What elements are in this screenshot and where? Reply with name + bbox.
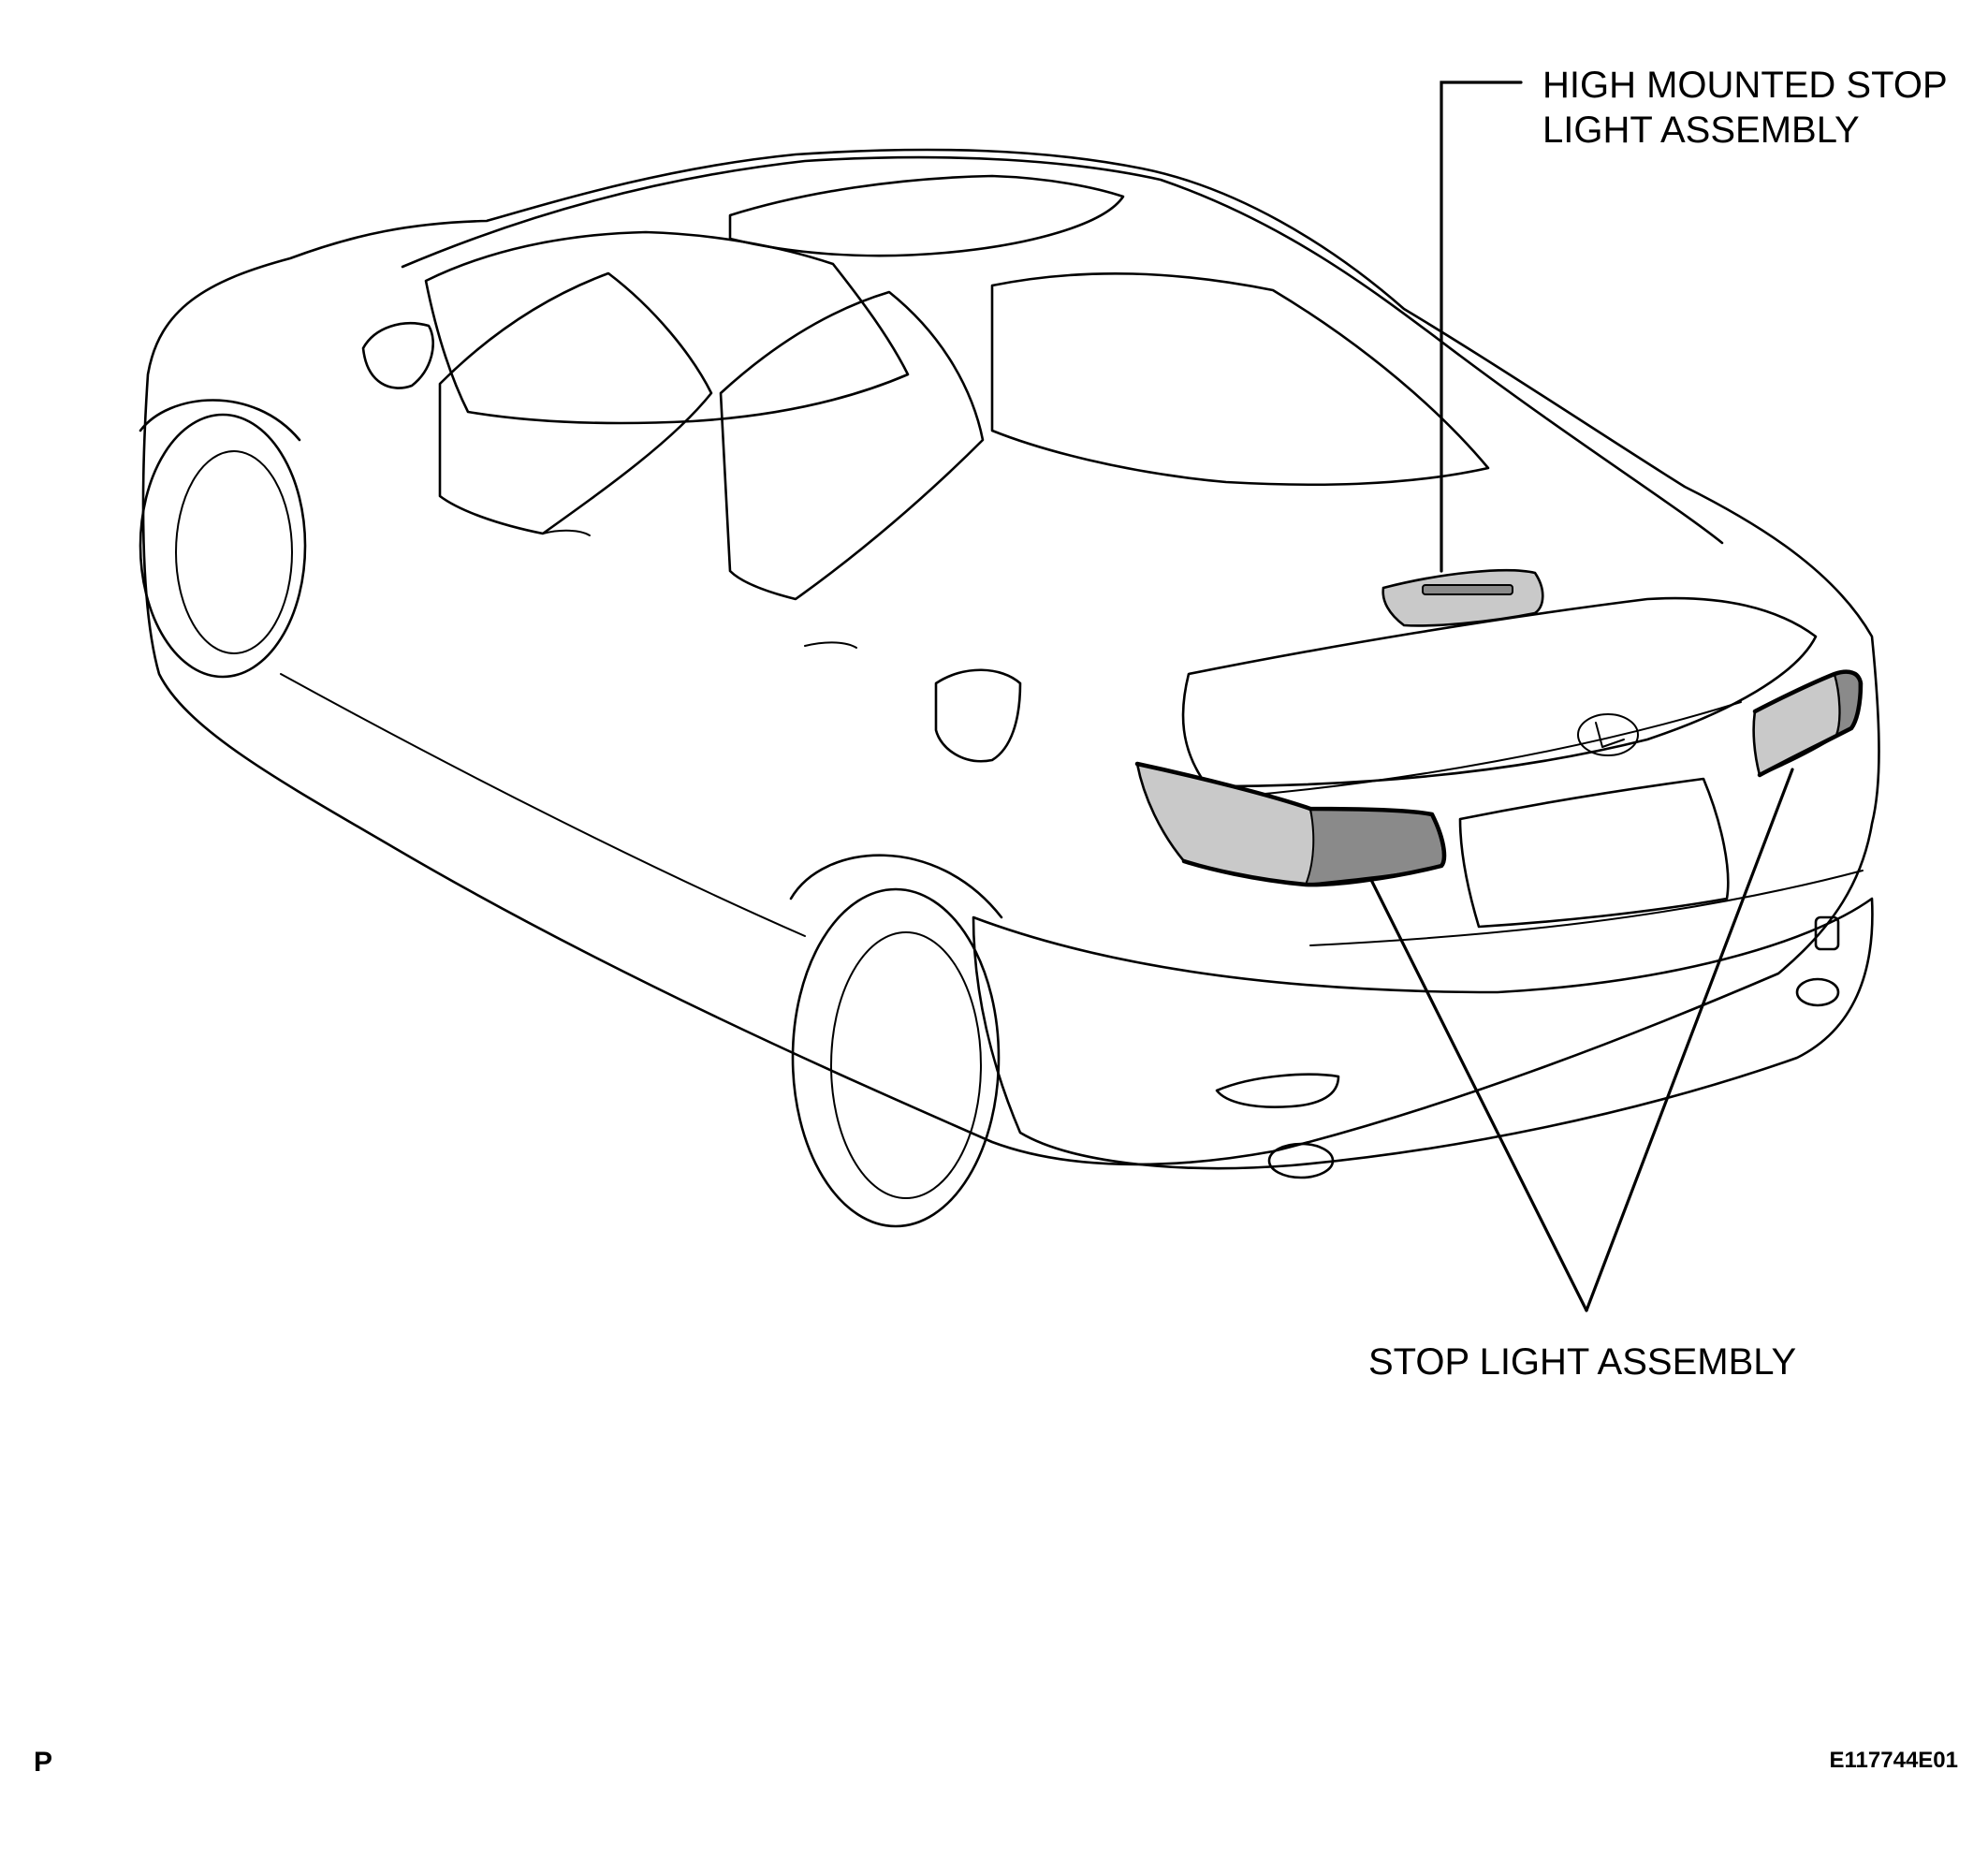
label-high-mounted-stop-light-line2: LIGHT ASSEMBLY [1542, 110, 1860, 151]
side-mirror [361, 322, 434, 389]
leader-stop-left [1369, 878, 1588, 1312]
stop-light-left [1134, 761, 1447, 887]
high-mounted-stop-light [1381, 569, 1544, 627]
roof-line [401, 155, 1724, 545]
trunk-edge [1244, 701, 1742, 797]
lexus-emblem [1577, 713, 1639, 756]
rear-wheel [789, 854, 1003, 1228]
leader-stop-right [1585, 768, 1794, 1312]
label-stop-light-assembly: STOP LIGHT ASSEMBLY [1368, 1341, 1796, 1383]
figure-id: E117744E01 [1830, 1748, 1958, 1773]
license-plate-recess [1458, 777, 1730, 929]
rocker-line [280, 673, 806, 937]
reflector-right [1814, 915, 1840, 951]
bumper-crease [1309, 870, 1864, 946]
leader-high-mount [1440, 81, 1523, 573]
trunk-lid [1181, 596, 1818, 788]
lexus-emblem-mark [1595, 722, 1625, 748]
stop-light-right [1752, 669, 1864, 778]
exhaust-right [1795, 977, 1840, 1007]
rear-bumper [972, 897, 1874, 1170]
door-handle-rear [804, 641, 857, 649]
reflector-left [1215, 1073, 1340, 1108]
front-wheel [139, 399, 307, 679]
vehicle-illustration [139, 148, 1880, 1228]
windshield [424, 230, 910, 425]
rear-door-window [719, 290, 985, 601]
callout-leaders [1369, 81, 1794, 1312]
label-high-mounted-stop-light-line1: HIGH MOUNTED STOP [1542, 65, 1948, 106]
sunroof [728, 174, 1125, 257]
corner-marker-left: P [34, 1747, 52, 1778]
fuel-door [934, 668, 1022, 763]
door-handle-front [542, 529, 591, 536]
exhaust-left [1267, 1142, 1335, 1179]
front-door-window [438, 271, 713, 535]
rear-window [990, 271, 1490, 487]
body-outline [141, 148, 1880, 1166]
